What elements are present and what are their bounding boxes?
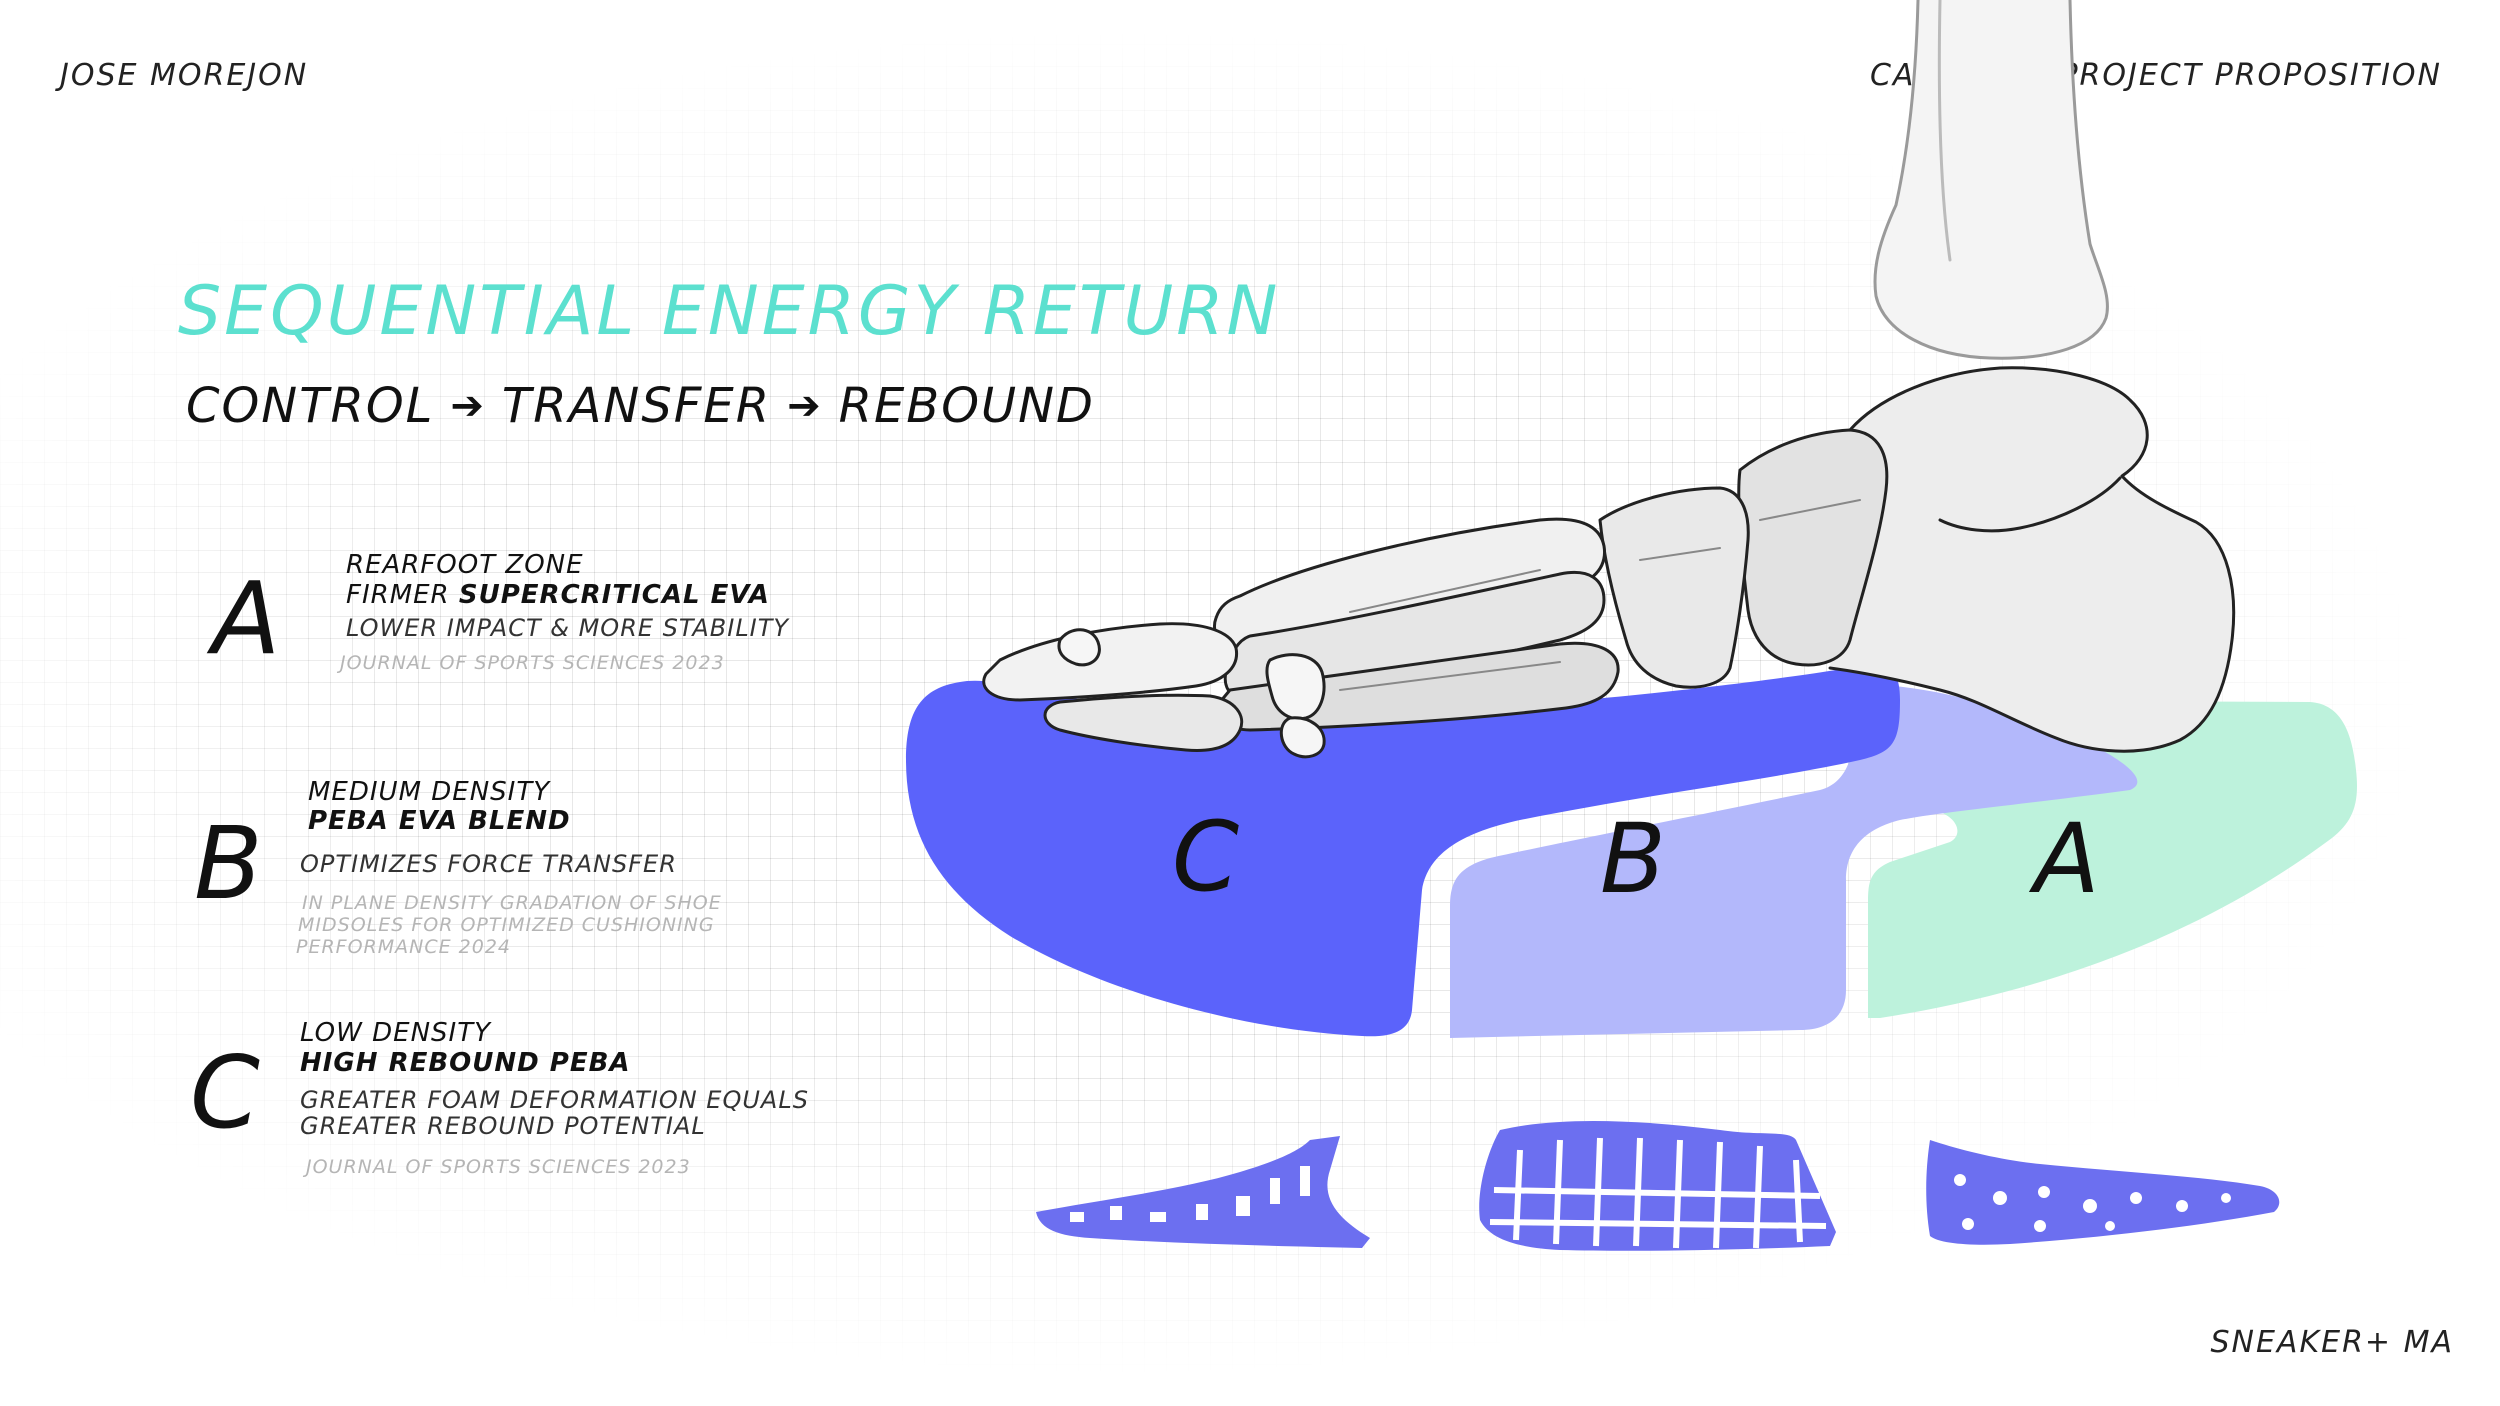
zone-a-description: LOWER IMPACT & MORE STABILITY xyxy=(346,614,790,642)
zone-b-citation-2: MIDSOLES FOR OPTIMIZED CUSHIONING xyxy=(298,914,715,936)
author-name: JOSE MOREJON xyxy=(60,58,309,93)
zone-a-letter: A xyxy=(212,560,281,677)
zone-b-heading: MEDIUM DENSITY xyxy=(308,777,551,807)
arrow-right-icon: ➔ xyxy=(787,383,823,429)
zone-a-material-prefix: FIRMER xyxy=(346,580,459,610)
step-rebound: REBOUND xyxy=(838,378,1095,434)
zone-b-citation-1: IN PLANE DENSITY GRADATION OF SHOE xyxy=(302,892,722,914)
midsole-label-c: C xyxy=(1172,801,1239,913)
zone-c-description-2: GREATER REBOUND POTENTIAL xyxy=(300,1112,706,1140)
sequence-subtitle: CONTROL ➔ TRANSFER ➔ REBOUND xyxy=(186,378,1095,434)
zone-b-citation-3: PERFORMANCE 2024 xyxy=(296,936,512,958)
midsole-zone-b xyxy=(1450,684,2138,1038)
zone-a-heading: REARFOOT ZONE xyxy=(346,550,584,580)
zone-b-letter: B xyxy=(194,805,263,922)
zone-a-citation: JOURNAL OF SPORTS SCIENCES 2023 xyxy=(340,652,725,674)
zone-c-heading: LOW DENSITY xyxy=(300,1018,491,1048)
zone-a-material: FIRMER SUPERCRITICAL EVA xyxy=(346,580,770,610)
step-transfer: TRANSFER xyxy=(501,378,772,434)
lattice-structure-c xyxy=(1036,1136,1370,1248)
brand-label: SNEAKER+ MA xyxy=(2210,1325,2454,1360)
zone-b-material: PEBA EVA BLEND xyxy=(308,806,571,836)
step-control: CONTROL xyxy=(186,378,435,434)
zone-c-material: HIGH REBOUND PEBA xyxy=(300,1048,631,1078)
midsole-label-a: A xyxy=(2028,803,2100,915)
zone-c-citation: JOURNAL OF SPORTS SCIENCES 2023 xyxy=(306,1156,691,1178)
lattice-structure-a xyxy=(1926,1140,2280,1245)
page-title: SEQUENTIAL ENERGY RETURN xyxy=(178,272,1281,351)
arrow-right-icon: ➔ xyxy=(450,383,486,429)
zone-c-description-1: GREATER FOAM DEFORMATION EQUALS xyxy=(300,1086,809,1114)
zone-c-letter: C xyxy=(190,1034,260,1151)
foot-skeleton-illustration xyxy=(982,0,2236,759)
midsole-label-b: B xyxy=(1600,803,1666,915)
zone-b-description: OPTIMIZES FORCE TRANSFER xyxy=(300,850,677,878)
zone-a-material-bold: SUPERCRITICAL EVA xyxy=(458,580,770,610)
lattice-structure-b xyxy=(1479,1120,1836,1251)
midsole-zone-c xyxy=(906,662,1900,1037)
